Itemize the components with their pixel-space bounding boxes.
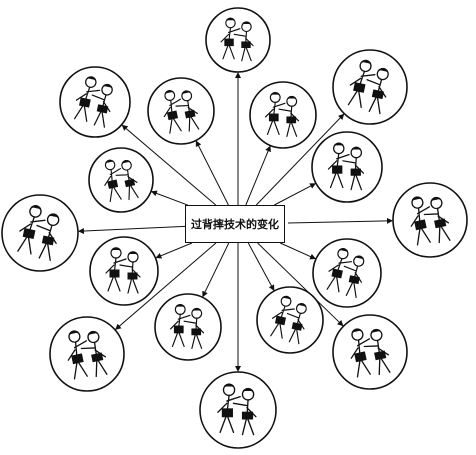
technique-node-right-mid-lower [312,238,382,308]
technique-node-left-mid-upper [88,147,154,213]
technique-node-upper-right-inner [249,81,317,149]
wrestlers-sprawl-icon [270,295,307,345]
node-circle [1,194,79,272]
node-circle [332,314,408,390]
wrestlers-arm-drag-icon [17,205,60,261]
arrow-to-lower-left-outer [115,242,217,330]
node-circle [88,147,154,213]
wrestlers-lunge-throw-icon [410,196,451,246]
wrestlers-overhook-turn-icon [327,142,365,191]
center-title-box: 过背摔技术的变化 [185,205,285,243]
wrestlers-standing-clinch-icon [220,17,254,62]
connector-arrows [77,72,394,372]
node-circle [249,81,317,149]
arrow-to-right [287,217,394,224]
wrestlers-face-off-icon [169,303,205,349]
wrestlers-ball-hold-icon [350,328,391,378]
node-circle [205,7,271,73]
node-circle [154,293,222,361]
arrow-to-left-mid-lower [155,242,193,259]
technique-node-lower-right-outer [332,314,408,390]
node-circle [256,286,324,354]
arrow-to-lower-mid [247,242,275,291]
wrestlers-body-lock-icon [105,247,141,294]
technique-node-upper-right-outer [332,49,408,125]
arrow-to-right-mid-upper [274,183,316,206]
arrow-to-upper-right-inner [245,145,271,206]
technique-node-upper-left-outer [59,66,131,138]
wrestlers-throw-inverted-icon [73,76,113,128]
node-circle [147,77,215,145]
technique-node-top [205,7,271,73]
wrestlers-bent-lift-icon [163,89,200,134]
technique-node-lower-left-inner [154,293,222,361]
node-circle [59,66,131,138]
technique-node-left-mid-lower [89,236,159,306]
technique-nodes [1,7,468,449]
wrestlers-ground-roll-icon [67,330,108,380]
node-circle [312,238,382,308]
technique-node-bottom [199,371,277,449]
arrow-to-upper-left-inner [195,140,229,206]
arrow-to-right-mid-lower [280,242,316,260]
wrestlers-shoulder-drop-icon [347,59,389,115]
node-circle [311,131,383,203]
node-circle [392,182,468,258]
node-circle [89,236,159,306]
technique-node-upper-left-inner [147,77,215,145]
technique-node-left [1,194,79,272]
technique-node-right [392,182,468,258]
arrow-to-lower-right-outer [257,242,344,327]
technique-node-right-mid-upper [311,131,383,203]
wrestlers-low-dive-icon [326,248,365,299]
node-circle [49,316,125,392]
arrow-to-left-mid-upper [150,190,189,206]
arrow-to-lower-left-inner [202,242,230,298]
technique-node-lower-left-outer [49,316,125,392]
wrestlers-back-fall-icon [217,383,257,436]
arrow-to-upper-left-outer [121,124,217,206]
technique-node-lower-mid [256,286,324,354]
wrestlers-back-grip-icon [104,159,139,203]
wrestlers-hip-lift-icon [264,91,300,137]
node-circle [199,371,277,449]
node-circle [332,49,408,125]
center-title: 过背摔技术的变化 [191,218,279,231]
arrow-to-left [77,225,189,234]
arrow-to-upper-right-outer [255,113,345,206]
